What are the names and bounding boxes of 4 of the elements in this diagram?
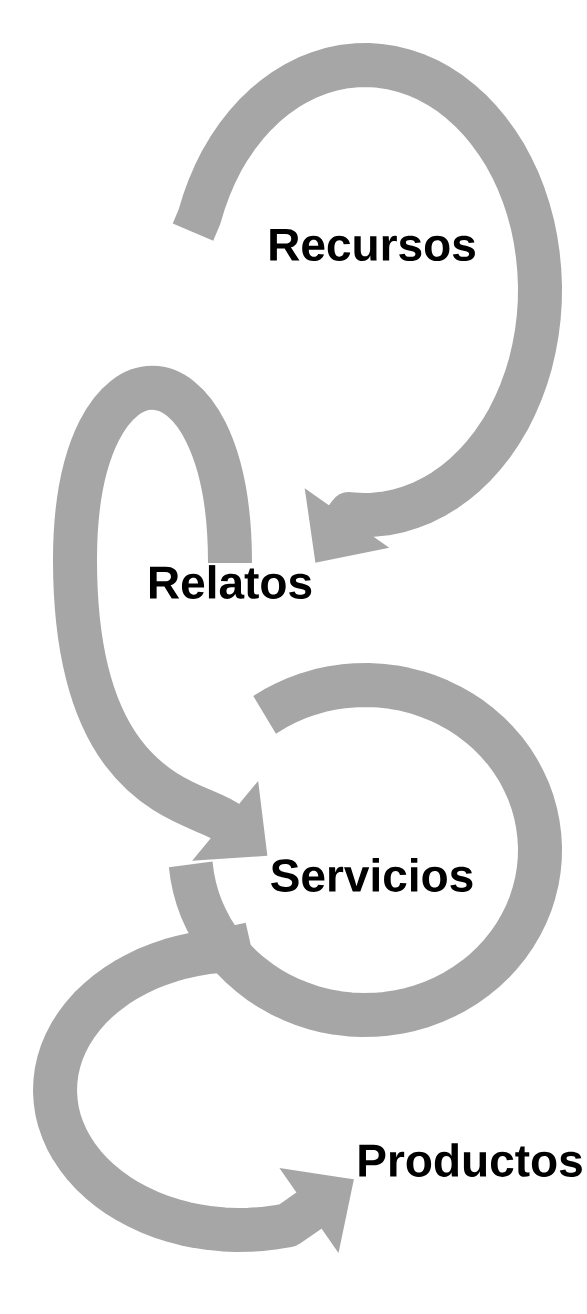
step-label: Servicios	[271, 858, 473, 892]
step-label: Recursos	[270, 228, 475, 262]
step-label: Productos	[359, 1143, 582, 1177]
step-label: Relatos	[150, 565, 312, 599]
